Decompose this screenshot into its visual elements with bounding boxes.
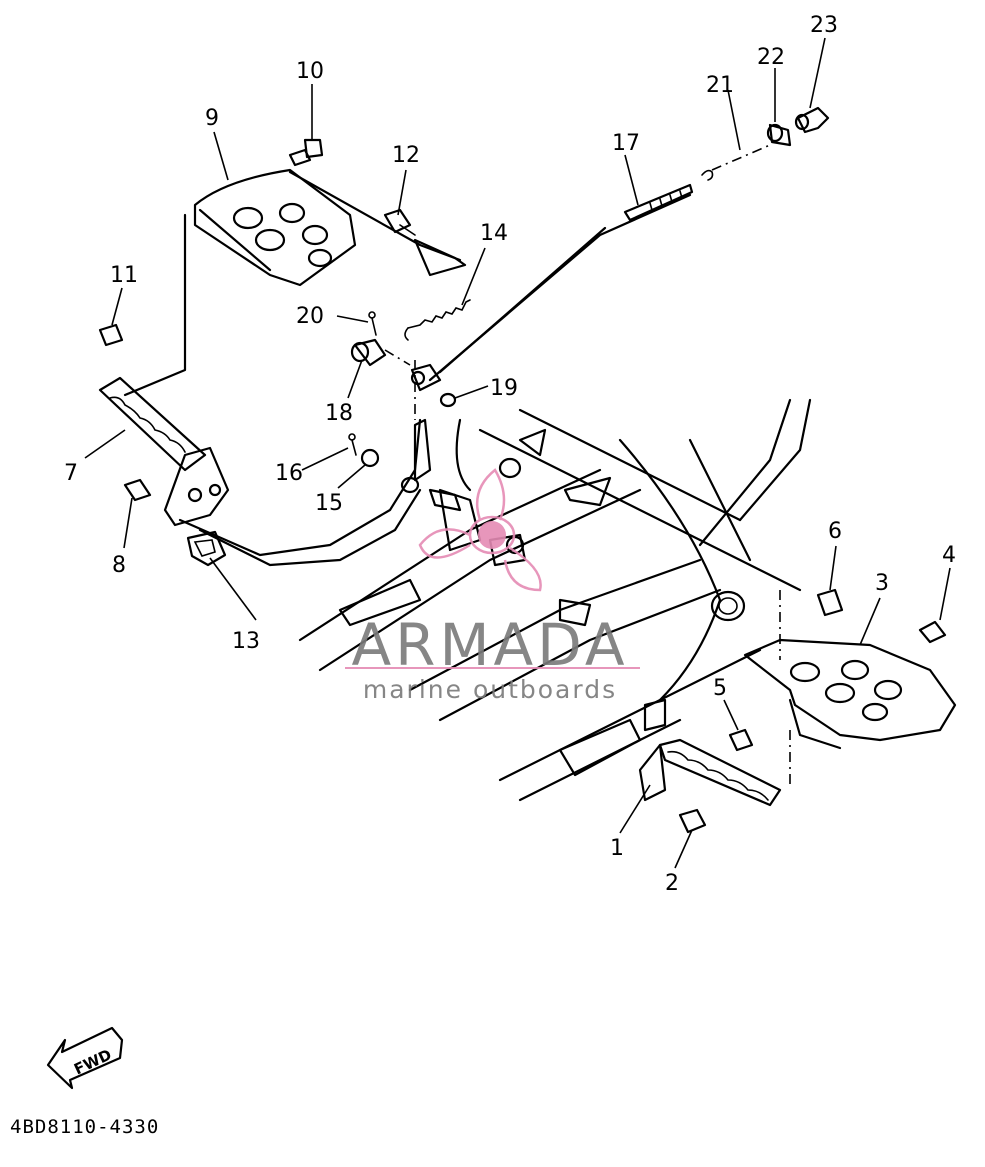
callout-17: 17 bbox=[612, 131, 640, 156]
callout-10: 10 bbox=[296, 59, 324, 84]
callout-4: 4 bbox=[942, 543, 956, 568]
callout-20: 20 bbox=[296, 304, 324, 329]
bracket-3 bbox=[743, 590, 957, 785]
callout-7: 7 bbox=[64, 461, 78, 486]
fwd-label: FWD bbox=[71, 1046, 114, 1079]
callout-11: 11 bbox=[110, 263, 138, 288]
brake-pedal bbox=[123, 168, 467, 397]
pad-13 bbox=[186, 530, 227, 567]
callout-6: 6 bbox=[828, 519, 842, 544]
watermark-tagline: marine outboards bbox=[363, 675, 617, 704]
part-code: 4BD8110-4330 bbox=[10, 1116, 159, 1138]
callout-1: 1 bbox=[610, 836, 624, 861]
callout-23: 23 bbox=[810, 13, 838, 38]
callout-21: 21 bbox=[706, 73, 734, 98]
leader-lines bbox=[84, 37, 951, 869]
callout-8: 8 bbox=[112, 553, 126, 578]
callout-3: 3 bbox=[875, 571, 889, 596]
callout-2: 2 bbox=[665, 871, 679, 896]
callout-18: 18 bbox=[325, 401, 353, 426]
spring bbox=[404, 299, 471, 341]
callout-5: 5 bbox=[713, 676, 727, 701]
callout-13: 13 bbox=[232, 629, 260, 654]
callout-19: 19 bbox=[490, 376, 518, 401]
fasteners bbox=[98, 138, 947, 834]
frame-assembly bbox=[298, 398, 812, 802]
callout-12: 12 bbox=[392, 143, 420, 168]
small-parts bbox=[348, 311, 457, 468]
watermark: ARMADA marine outboards bbox=[345, 468, 640, 704]
callout-16: 16 bbox=[275, 461, 303, 486]
callout-15: 15 bbox=[315, 491, 343, 516]
brake-rod bbox=[410, 183, 694, 392]
footrest-left bbox=[98, 376, 230, 527]
footrest-right bbox=[638, 738, 782, 807]
adjuster-parts bbox=[701, 106, 830, 181]
fwd-arrow-icon: FWD bbox=[46, 1026, 124, 1090]
callout-9: 9 bbox=[205, 106, 219, 131]
brake-arm bbox=[178, 349, 462, 567]
callout-22: 22 bbox=[757, 45, 785, 70]
callout-14: 14 bbox=[480, 221, 508, 246]
propeller-logo bbox=[418, 468, 542, 592]
callout-labels: 1 2 3 4 5 6 7 8 9 10 11 12 13 14 15 16 1… bbox=[64, 13, 956, 896]
